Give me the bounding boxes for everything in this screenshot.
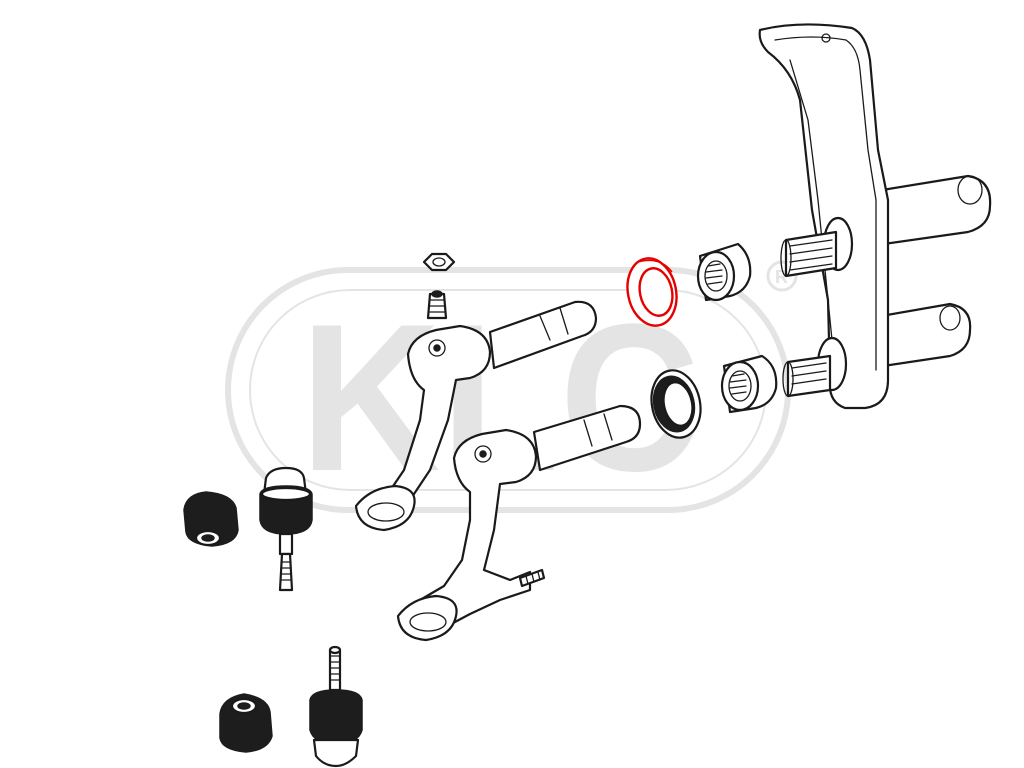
hex-nut (422, 252, 456, 272)
needle-bearing-upper (696, 242, 752, 302)
registered-letter: R (775, 267, 788, 287)
rubber-boot-lower (219, 693, 273, 753)
axle-beam-bracket (758, 23, 890, 410)
registered-mark-icon (766, 260, 798, 292)
trailing-arm-lower (396, 404, 642, 642)
ball-joint-lower (309, 645, 363, 768)
axle-beam-tubes (868, 174, 992, 370)
trailing-arm-upper (354, 300, 598, 532)
set-screw (426, 290, 448, 320)
seal-ring-upper (626, 257, 678, 327)
ball-joint-upper (259, 466, 313, 592)
seal-ring-lower (650, 369, 702, 439)
rubber-boot-upper (183, 491, 239, 547)
needle-bearing-lower (720, 354, 778, 414)
